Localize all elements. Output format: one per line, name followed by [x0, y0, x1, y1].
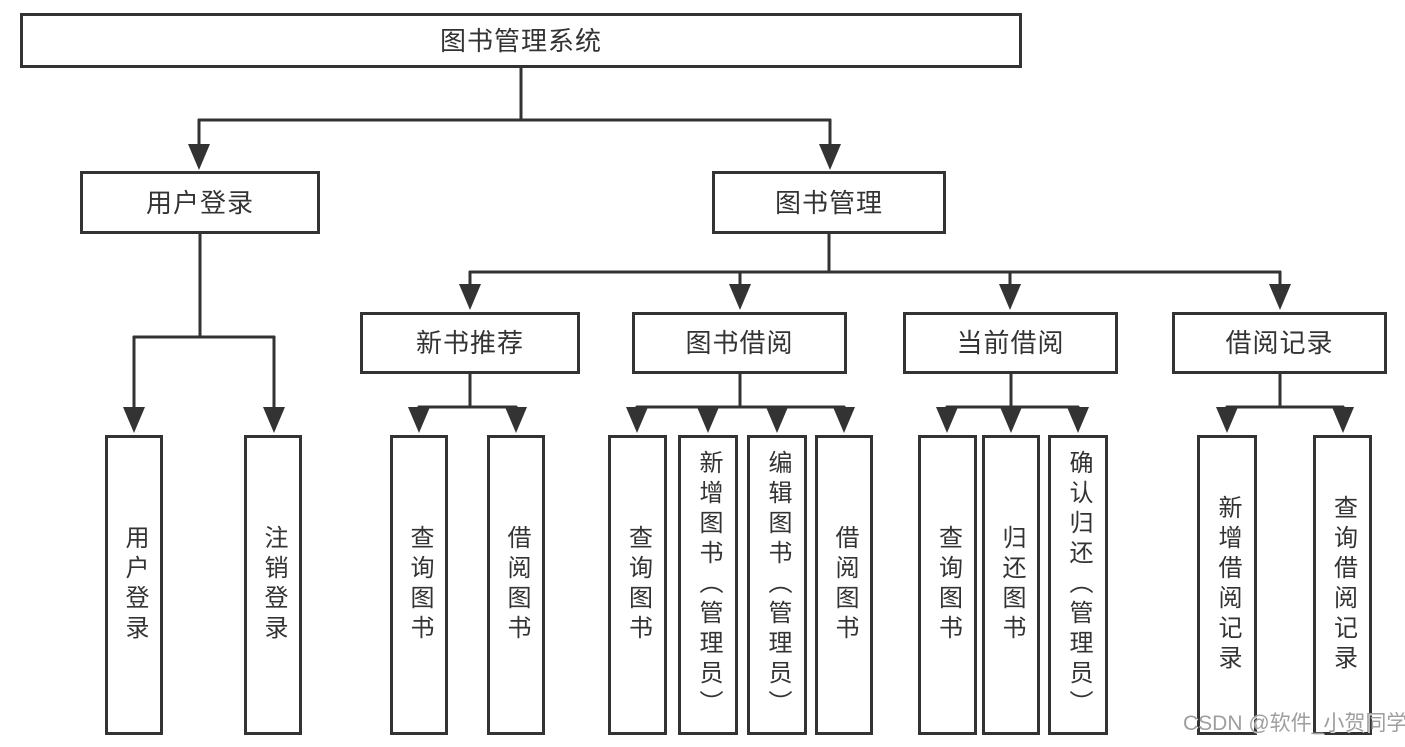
- leaf-records-query-label: 查询借阅记录: [1329, 495, 1357, 675]
- leaf-newbook-query: 查询图书: [390, 435, 448, 735]
- node-book-management-label: 图书管理: [774, 187, 883, 218]
- node-user-login: 用户登录: [80, 171, 320, 234]
- leaf-records-add-label: 新增借阅记录: [1214, 495, 1241, 675]
- node-book-borrowing: 图书借阅: [632, 312, 847, 374]
- node-root: 图书管理系统: [20, 13, 1022, 68]
- leaf-current-query-label: 查询图书: [934, 525, 962, 645]
- node-borrowing-records-label: 借阅记录: [1225, 328, 1334, 358]
- leaf-borrow-add: 新增图书（管理员）: [678, 435, 738, 735]
- leaf-current-query: 查询图书: [918, 435, 977, 735]
- node-user-login-label: 用户登录: [145, 187, 254, 218]
- leaf-borrow-borrow-label: 借阅图书: [831, 525, 858, 645]
- leaf-current-confirm: 确认归还（管理员）: [1048, 435, 1108, 735]
- leaf-borrow-query: 查询图书: [608, 435, 667, 735]
- leaf-current-return-label: 归还图书: [998, 525, 1025, 645]
- leaf-borrow-edit-label: 编辑图书（管理员）: [764, 450, 791, 720]
- leaf-current-return: 归还图书: [982, 435, 1040, 735]
- leaf-borrow-borrow: 借阅图书: [815, 435, 873, 735]
- node-current-borrowing: 当前借阅: [903, 312, 1118, 374]
- node-book-borrowing-label: 图书借阅: [685, 328, 794, 358]
- leaf-user-login: 用户登录: [105, 435, 163, 735]
- leaf-newbook-borrow: 借阅图书: [487, 435, 545, 735]
- leaf-current-confirm-label: 确认归还（管理员）: [1065, 450, 1092, 720]
- node-book-management: 图书管理: [712, 171, 946, 234]
- node-borrowing-records: 借阅记录: [1172, 312, 1387, 374]
- watermark: CSDN @软件_小贺同学: [1183, 712, 1405, 735]
- leaf-records-query: 查询借阅记录: [1313, 435, 1372, 735]
- leaf-borrow-query-label: 查询图书: [624, 525, 652, 645]
- node-new-book-recommend: 新书推荐: [360, 312, 580, 374]
- node-current-borrowing-label: 当前借阅: [956, 328, 1065, 358]
- node-new-book-recommend-label: 新书推荐: [415, 328, 524, 358]
- leaf-logout-label: 注销登录: [260, 525, 287, 645]
- leaf-newbook-borrow-label: 借阅图书: [503, 525, 530, 645]
- leaf-borrow-add-label: 新增图书（管理员）: [695, 450, 722, 720]
- leaf-borrow-edit: 编辑图书（管理员）: [747, 435, 807, 735]
- node-root-label: 图书管理系统: [439, 25, 602, 56]
- leaf-logout: 注销登录: [244, 435, 302, 735]
- leaf-newbook-query-label: 查询图书: [406, 525, 433, 645]
- leaf-user-login-label: 用户登录: [121, 525, 148, 645]
- leaf-records-add: 新增借阅记录: [1197, 435, 1257, 735]
